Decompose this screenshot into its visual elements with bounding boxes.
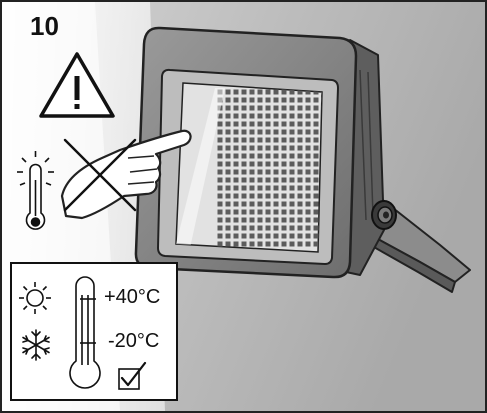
max-temperature-label: +40°C xyxy=(104,286,161,308)
sun-icon xyxy=(19,282,51,314)
warning-triangle-icon xyxy=(39,52,115,118)
step-number: 10 xyxy=(30,11,59,41)
hot-thermometer-icon xyxy=(17,151,54,230)
thermometer-icon xyxy=(69,276,101,389)
cable-gland xyxy=(371,200,397,230)
led-array xyxy=(215,88,322,248)
heatsink-fins xyxy=(359,69,374,221)
prohibited-cross-icon xyxy=(63,138,137,212)
snowflake-icon xyxy=(22,329,50,361)
min-temperature-label: -20°C xyxy=(108,330,160,352)
hand-illustration xyxy=(60,129,192,220)
checkbox-checked-icon xyxy=(118,361,147,390)
